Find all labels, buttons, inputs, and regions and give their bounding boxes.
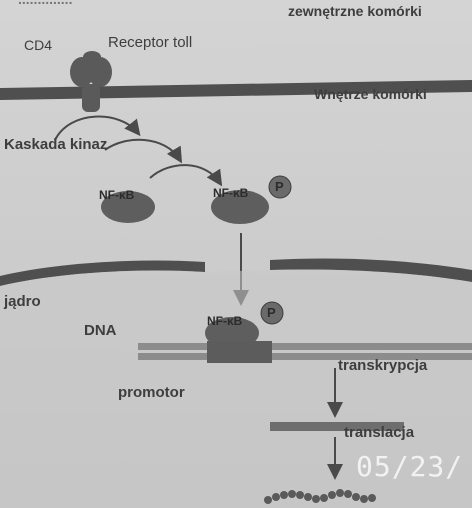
label-phospho-1: P <box>275 179 284 194</box>
nuclear-envelope-right <box>270 258 472 282</box>
label-translation: translacja <box>344 424 415 441</box>
dna-double-strand <box>138 341 472 363</box>
label-nucleus: jądro <box>4 293 41 310</box>
kinase-arrow-2 <box>104 138 183 164</box>
phospho-circle-2 <box>260 301 284 325</box>
label-promoter: promotor <box>118 384 185 401</box>
label-receptor: Receptor toll <box>108 34 193 51</box>
protein-chain <box>264 489 376 504</box>
label-outside-cell: zewnętrzne komórki <box>288 3 422 19</box>
nucleus-region <box>0 269 472 508</box>
label-nfkb-2: NF-κB <box>213 186 249 200</box>
label-inside-cell: Wnętrze komórki <box>314 86 427 102</box>
label-phospho-2: P <box>267 305 276 320</box>
phospho-circle-1 <box>268 175 292 199</box>
label-cd4: CD4 <box>24 37 53 53</box>
date-stamp: 05/23/ <box>356 450 464 483</box>
kinase-arrow-3 <box>149 164 223 187</box>
kinase-arrow-1 <box>54 115 141 141</box>
cell-membrane <box>0 80 472 100</box>
nfkb-protein-2 <box>211 190 269 224</box>
nuclear-envelope-left <box>0 260 205 286</box>
label-nfkb-3: NF-κB <box>207 314 243 328</box>
nfkb-protein-1 <box>101 191 155 223</box>
label-transcription: transkrypcja <box>338 357 428 374</box>
top-cut-text: .............. <box>18 0 72 7</box>
toll-receptor <box>70 51 112 112</box>
label-nfkb-1: NF-κB <box>99 188 135 202</box>
mrna-strand <box>270 422 404 431</box>
label-kinase-cascade: Kaskada kinaz <box>4 136 108 153</box>
label-dna: DNA <box>84 322 117 339</box>
